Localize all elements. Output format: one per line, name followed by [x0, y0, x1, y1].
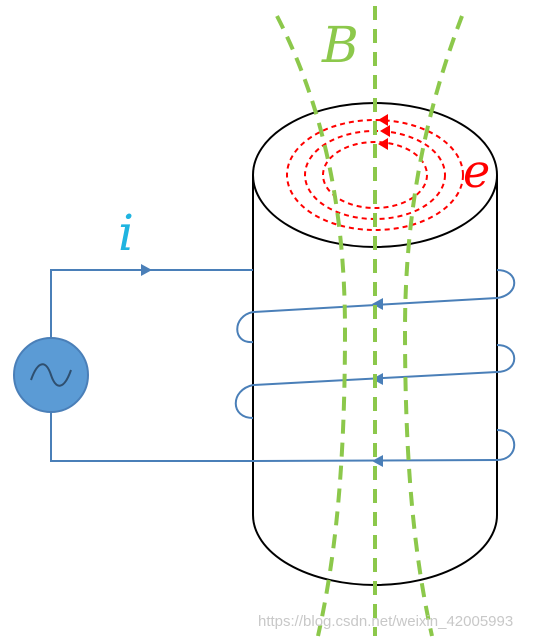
watermark-text: https://blog.csdn.net/weixin_42005993: [258, 613, 513, 630]
emf-label-e: e: [463, 144, 490, 198]
coil-arrow-icon: [372, 455, 383, 467]
coil-arrow-icon: [372, 373, 383, 385]
wire-current-arrow-icon: [141, 264, 152, 276]
field-line-left: [275, 15, 348, 637]
ac-voltage-source-icon: [13, 337, 89, 413]
coil-windings: [234, 269, 516, 462]
eddy-arrow-icon: [378, 114, 388, 126]
coil-turn-2-back-left: [234, 384, 254, 419]
wire-bottom: [50, 410, 253, 462]
sine-wave-icon: [30, 363, 72, 387]
magnetic-field-lines: [275, 6, 464, 637]
eddy-current-ring-inner: [322, 141, 428, 209]
coil-turn-2-side: [252, 344, 516, 386]
eddy-arrow-icon: [380, 125, 390, 137]
eddy-current-arrows: [378, 114, 390, 150]
coil-current-arrows: [372, 298, 383, 467]
coil-turn-1-back-left: [236, 311, 254, 344]
coil-turn-3-side: [252, 429, 516, 462]
coil-turn-1-front: [252, 269, 516, 313]
wire-top: [50, 269, 253, 340]
current-label-i: i: [118, 204, 134, 262]
coil-arrow-icon: [372, 298, 383, 310]
circuit-wires: [50, 269, 253, 462]
eddy-current-ring-outer: [286, 119, 464, 231]
field-label-b: B: [321, 16, 359, 74]
eddy-arrow-icon: [378, 138, 388, 150]
